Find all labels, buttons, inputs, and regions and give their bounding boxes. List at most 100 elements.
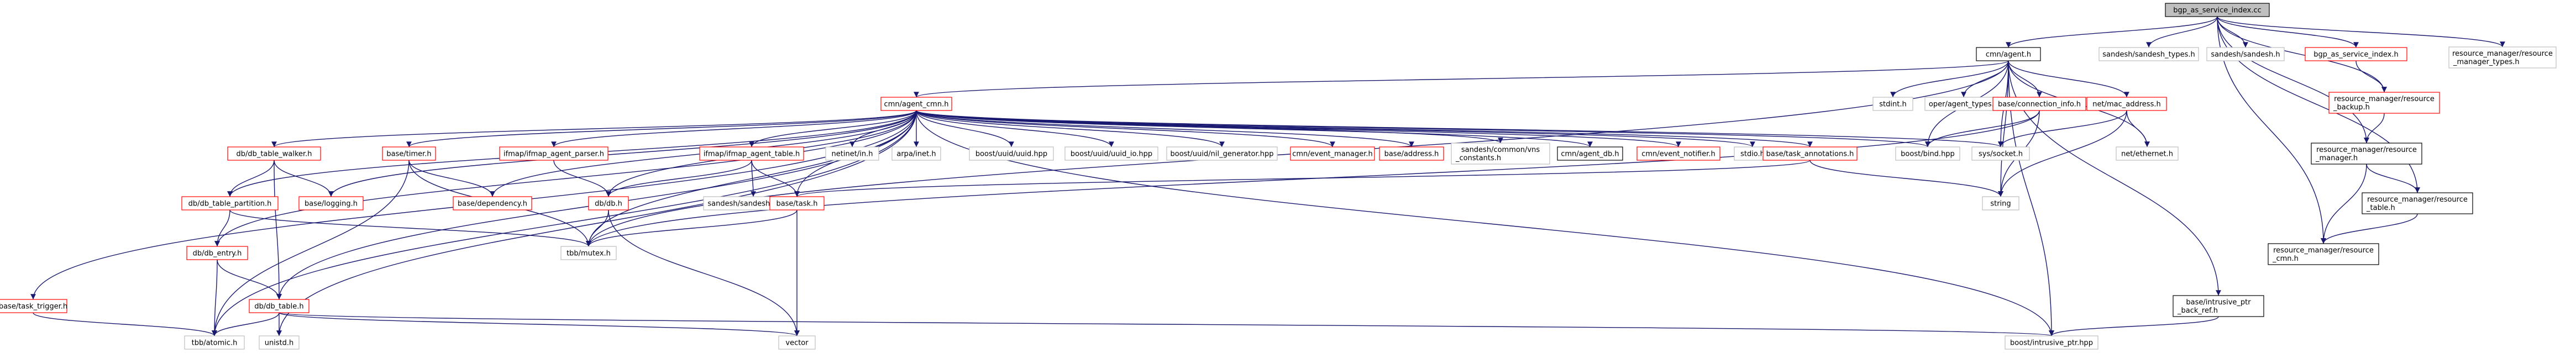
node-db_walker[interactable]: db/db_table_walker.h bbox=[227, 146, 321, 161]
node-label: tbb/mutex.h bbox=[566, 250, 611, 258]
edge-db_partition-to-db_entry bbox=[214, 209, 230, 247]
edge-cmn_agent-to-stdint bbox=[1890, 60, 2009, 98]
edge-intrusive_ref-to-intrusive_ptr bbox=[2049, 316, 2219, 336]
node-label: _constants.h bbox=[1455, 154, 1501, 162]
node-db_entry[interactable]: db/db_entry.h bbox=[186, 246, 248, 260]
node-sys_socket: sys/socket.h bbox=[1971, 146, 2030, 161]
node-label: _manager.h bbox=[2315, 154, 2358, 162]
node-task_trigger[interactable]: base/task_trigger.h bbox=[0, 299, 67, 313]
node-box bbox=[1557, 146, 1623, 161]
node-sandesh_types: sandesh/sandesh_types.h bbox=[2098, 47, 2199, 61]
node-label: cmn/agent_cmn.h bbox=[884, 101, 949, 109]
node-label: boost/uuid/uuid_io.hpp bbox=[1071, 150, 1152, 159]
node-base_address[interactable]: base/address.h bbox=[1379, 146, 1444, 161]
node-label: net/mac_address.h bbox=[2092, 101, 2160, 109]
edge-agent_cmn-to-base_address bbox=[916, 110, 1414, 148]
node-box bbox=[259, 335, 300, 350]
node-event_notifier[interactable]: cmn/event_notifier.h bbox=[1636, 146, 1720, 161]
edge-cmn_agent-to-intrusive_ref bbox=[2008, 60, 2221, 296]
node-label: base/task_trigger.h bbox=[0, 303, 67, 311]
edge-timer-to-tbb_atomic bbox=[212, 160, 410, 336]
node-box bbox=[1166, 146, 1278, 161]
node-label: ifmap/ifmap_agent_table.h bbox=[704, 150, 800, 159]
node-task_ann[interactable]: base/task_annotations.h bbox=[1762, 146, 1858, 161]
node-box bbox=[2362, 192, 2473, 214]
node-ifmap_parser[interactable]: ifmap/ifmap_agent_parser.h bbox=[499, 146, 608, 161]
edge-root-to-rm_manager bbox=[2217, 16, 2369, 144]
node-label: resource_manager/resource bbox=[2452, 50, 2553, 58]
node-db_db[interactable]: db/db.h bbox=[588, 196, 629, 210]
node-label: vector bbox=[785, 339, 809, 348]
node-box bbox=[699, 146, 804, 161]
node-box bbox=[2206, 47, 2285, 61]
node-label: resource_manager/resource bbox=[2273, 246, 2374, 255]
node-box bbox=[2116, 146, 2179, 161]
node-box bbox=[1982, 196, 2019, 210]
node-label: bgp_as_service_index.cc bbox=[2173, 7, 2262, 15]
edge-agent_cmn-to-agent_db bbox=[916, 110, 1593, 148]
edge-agent_cmn-to-db_walker bbox=[271, 110, 917, 148]
node-uuid_io: boost/uuid/uuid_io.hpp bbox=[1064, 146, 1158, 161]
node-box bbox=[891, 146, 941, 161]
node-conn_info[interactable]: base/connection_info.h bbox=[1992, 97, 2086, 111]
node-box bbox=[1971, 146, 2030, 161]
node-agent_cmn[interactable]: cmn/agent_cmn.h bbox=[880, 97, 952, 111]
node-cmn_event[interactable]: cmn/event_manager.h bbox=[1290, 146, 1375, 161]
node-base_dep[interactable]: base/dependency.h bbox=[453, 196, 532, 210]
node-label: tbb/atomic.h bbox=[192, 339, 238, 348]
edge-root-to-rm_types bbox=[2217, 16, 2505, 48]
edge-db_table-to-vector bbox=[279, 312, 800, 336]
edge-rm_manager-to-rm_table bbox=[2366, 164, 2420, 193]
node-ifmap_table[interactable]: ifmap/ifmap_agent_table.h bbox=[699, 146, 804, 161]
node-label: sandesh/sandesh_types.h bbox=[2102, 51, 2195, 59]
node-label: base/connection_info.h bbox=[1998, 101, 2081, 109]
node-tbb_atomic: tbb/atomic.h bbox=[184, 335, 245, 350]
node-label: base/address.h bbox=[1384, 150, 1439, 159]
node-stdint: stdint.h bbox=[1872, 97, 1913, 111]
node-timer[interactable]: base/timer.h bbox=[382, 146, 436, 161]
node-cmn_agent[interactable]: cmn/agent.h bbox=[1976, 47, 2041, 61]
node-rm_manager[interactable]: resource_manager/resource_manager.h bbox=[2311, 143, 2422, 165]
node-base_logging[interactable]: base/logging.h bbox=[298, 196, 364, 210]
node-bgp_index_h[interactable]: bgp_as_service_index.h bbox=[2305, 47, 2407, 61]
node-agent_db[interactable]: cmn/agent_db.h bbox=[1557, 146, 1623, 161]
node-box bbox=[2328, 92, 2440, 114]
node-label: boost/intrusive_ptr.hpp bbox=[2010, 339, 2093, 348]
node-box bbox=[186, 246, 248, 260]
node-label: sandesh/sandesh.h bbox=[2211, 51, 2280, 59]
node-mac_addr[interactable]: net/mac_address.h bbox=[2086, 97, 2167, 111]
node-label: resource_manager/resource bbox=[2316, 146, 2417, 154]
node-label: string bbox=[1990, 200, 2011, 208]
edge-agent_cmn-to-uuid_gen bbox=[916, 110, 1225, 148]
node-db_table[interactable]: db/db_table.h bbox=[249, 299, 309, 313]
node-rm_table[interactable]: resource_manager/resource_table.h bbox=[2362, 192, 2473, 214]
edge-task_trigger-to-tbb_atomic bbox=[33, 312, 217, 336]
edge-agent_cmn-to-stdio bbox=[916, 110, 1755, 148]
edge-db_partition-to-tbb_mutex bbox=[229, 209, 591, 247]
edge-rm_table-to-rm_cmn bbox=[2321, 213, 2418, 244]
node-boost_bind: boost/bind.hpp bbox=[1895, 146, 1960, 161]
node-box bbox=[227, 146, 321, 161]
edge-db_walker-to-db_partition bbox=[227, 160, 275, 197]
node-label: arpa/inet.h bbox=[896, 150, 936, 159]
node-rm_types: resource_manager/resource_manager_types.… bbox=[2448, 46, 2557, 69]
node-label: cmn/agent_db.h bbox=[1561, 150, 1619, 159]
node-box bbox=[181, 196, 279, 210]
node-box bbox=[1924, 97, 2003, 111]
node-tbb_mutex: tbb/mutex.h bbox=[560, 246, 617, 260]
node-box bbox=[825, 146, 879, 161]
node-uuid_gen: boost/uuid/nil_generator.hpp bbox=[1166, 146, 1278, 161]
edge-agent_cmn-to-cmn_event bbox=[916, 110, 1335, 148]
node-base_task[interactable]: base/task.h bbox=[769, 196, 825, 210]
node-rm_cmn[interactable]: resource_manager/resource_cmn.h bbox=[2268, 243, 2379, 265]
node-db_partition[interactable]: db/db_table_partition.h bbox=[181, 196, 279, 210]
node-rm_backup[interactable]: resource_manager/resource_backup.h bbox=[2328, 92, 2440, 114]
node-intrusive_ref[interactable]: base/intrusive_ptr_back_ref.h bbox=[2173, 295, 2264, 317]
edge-rm_backup-to-rm_manager bbox=[2364, 113, 2385, 144]
edge-ifmap_table-to-db_db bbox=[606, 160, 752, 197]
node-label: base/task.h bbox=[776, 200, 817, 208]
node-label: base/intrusive_ptr bbox=[2186, 298, 2251, 307]
node-root[interactable]: bgp_as_service_index.cc bbox=[2165, 3, 2270, 17]
node-box bbox=[2173, 295, 2264, 317]
node-box bbox=[560, 246, 617, 260]
